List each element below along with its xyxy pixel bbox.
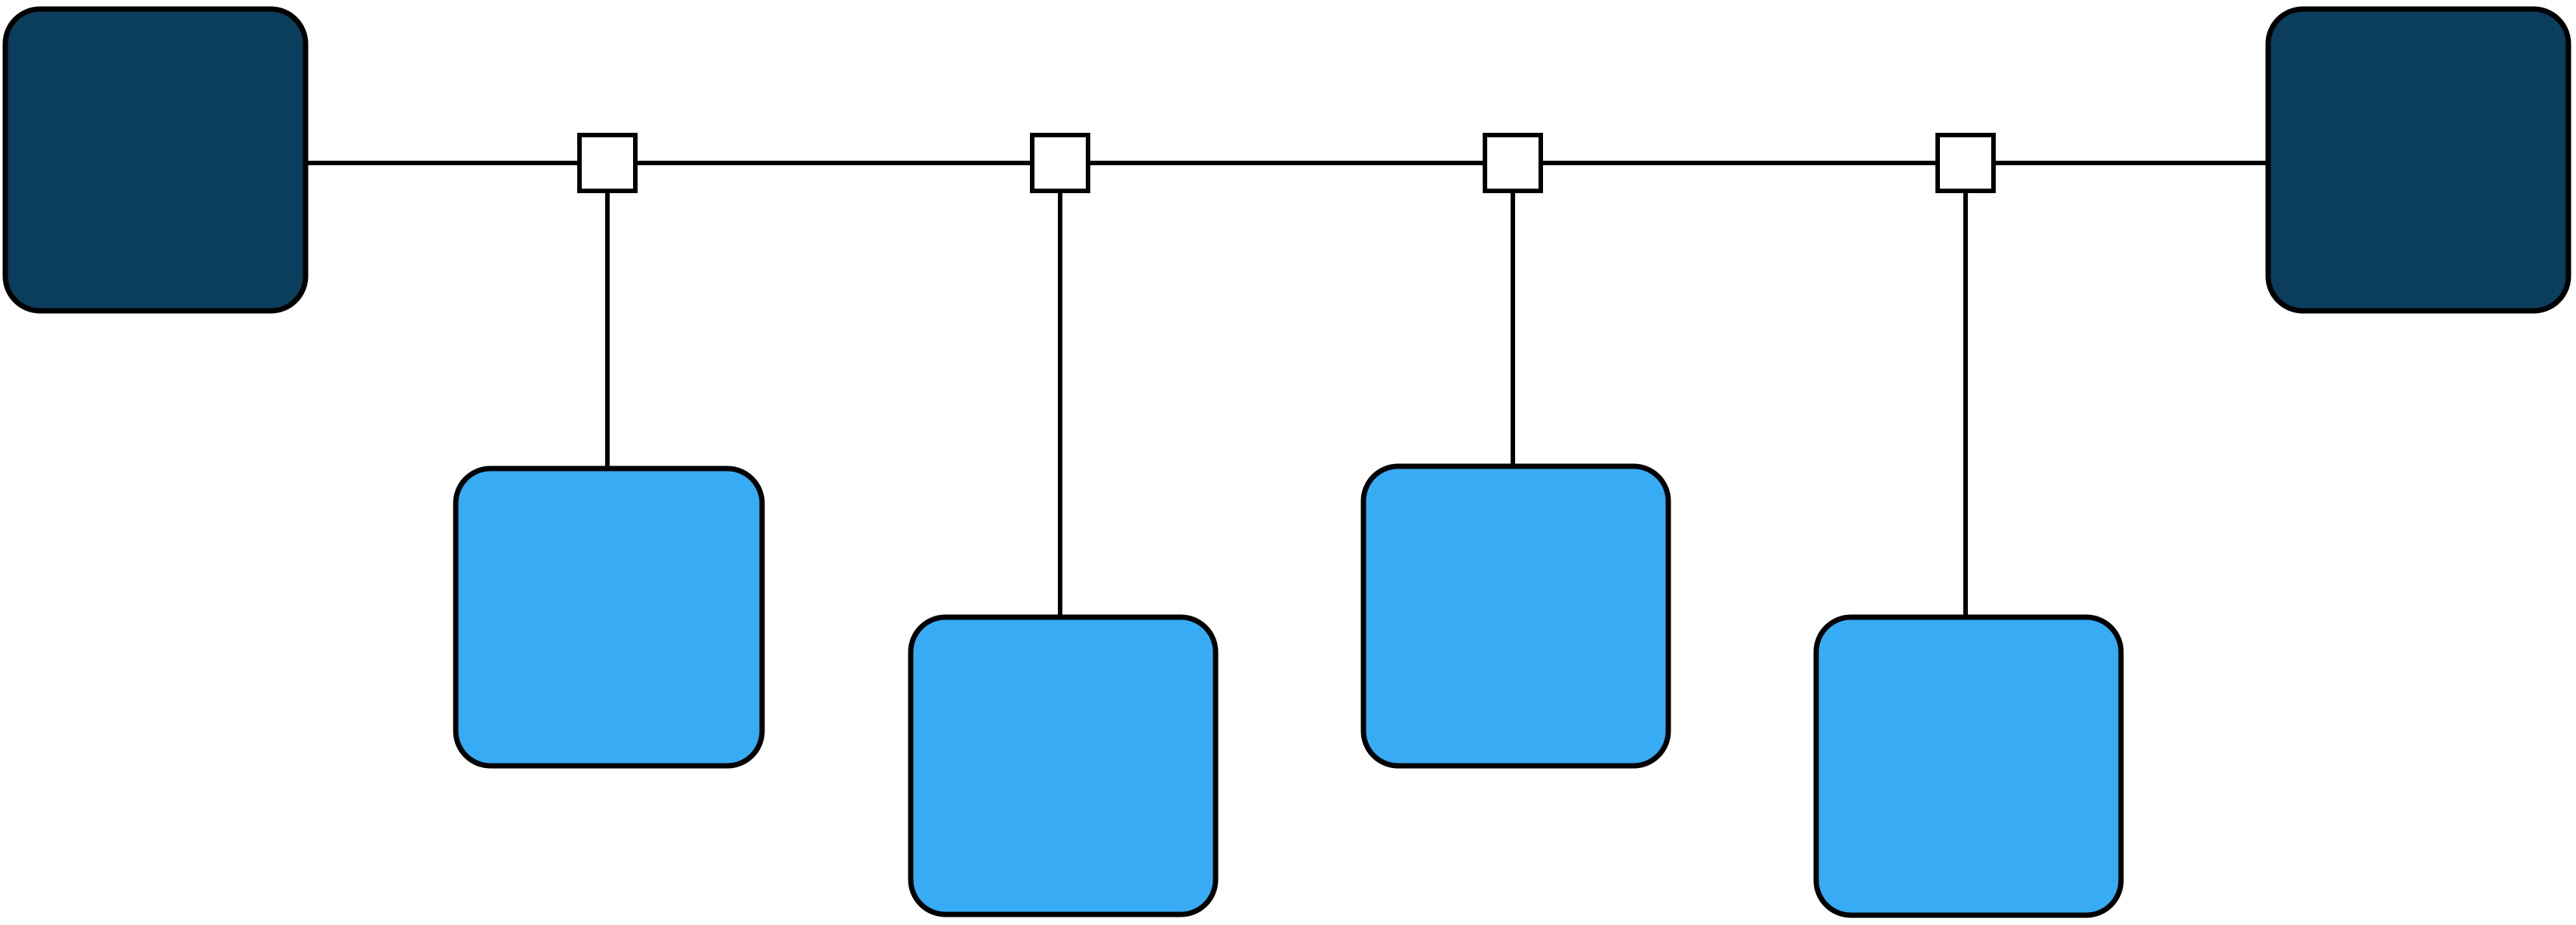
edges-layer	[306, 161, 2270, 619]
node-light-leaf[interactable]	[1813, 614, 2124, 918]
connector-square[interactable]	[577, 133, 638, 193]
node-dark-terminal[interactable]	[2, 6, 309, 314]
nodes-layer	[2, 6, 2571, 918]
node-light-leaf[interactable]	[453, 466, 765, 769]
connector-square[interactable]	[1483, 133, 1543, 193]
connector-square[interactable]	[1030, 133, 1090, 193]
node-light-leaf[interactable]	[908, 614, 1219, 917]
connector-square[interactable]	[1935, 133, 1996, 193]
connectors-layer	[577, 133, 1996, 193]
node-light-leaf[interactable]	[1360, 463, 1671, 769]
node-dark-terminal[interactable]	[2265, 6, 2571, 314]
